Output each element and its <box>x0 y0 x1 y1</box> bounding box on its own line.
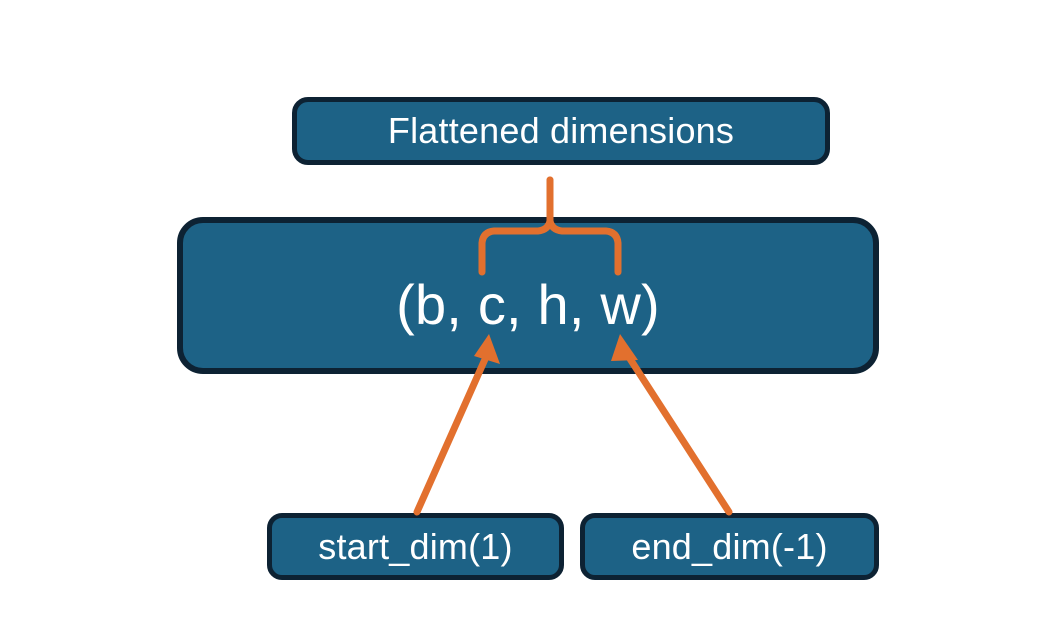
start-dim-box: start_dim(1) <box>267 513 564 580</box>
tensor-shape-box: (b, c, h, w) <box>177 217 879 374</box>
flattened-dimensions-label: Flattened dimensions <box>387 110 735 152</box>
end-dim-box: end_dim(-1) <box>580 513 879 580</box>
start-dim-label: start_dim(1) <box>318 525 513 567</box>
tensor-shape-label: (b, c, h, w) <box>396 273 660 337</box>
flattened-dimensions-box: Flattened dimensions <box>292 97 830 165</box>
end-dim-label: end_dim(-1) <box>631 525 828 567</box>
